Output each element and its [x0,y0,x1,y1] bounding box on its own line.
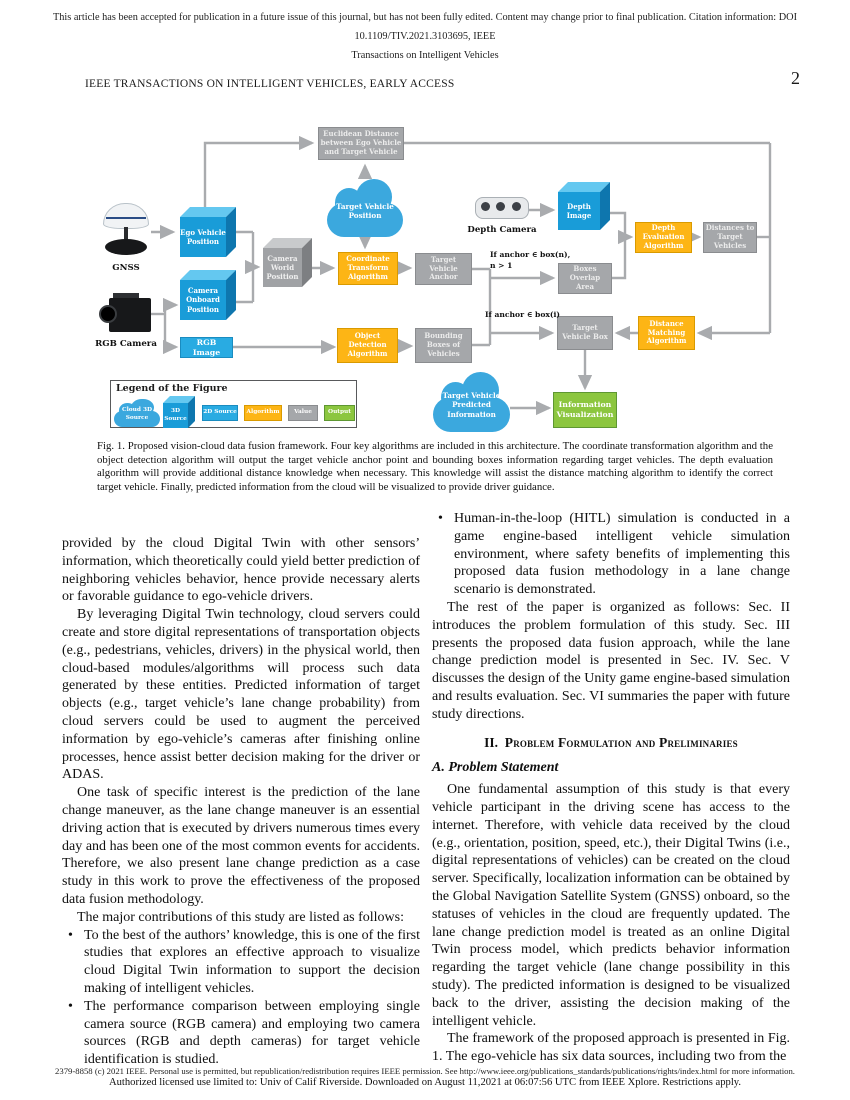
node-ego-vehicle-position: Ego Vehicle Position [180,207,236,257]
node-camera-onboard-position: Camera Onboard Position [180,270,236,320]
paragraph: One fundamental assumption of this study… [432,782,790,1029]
node-bounding-boxes-of-vehicles: Bounding Boxes of Vehicles [415,328,472,363]
paragraph: The major contributions of this study ar… [77,909,405,925]
paragraph: One task of specific interest is the pre… [62,785,420,907]
rgb-camera-label: RGB Camera [95,339,157,349]
legend-algorithm: Algorithm [244,405,282,421]
node-target-vehicle-predicted-information: Target Vehicle Predicted Information [433,372,510,432]
figure-caption: Fig. 1. Proposed vision-cloud data fusio… [97,440,773,493]
top-notice-line2: Transactions on Intelligent Vehicles [351,50,499,61]
list-item: Human-in-the-loop (HITL) simulation is c… [432,510,790,599]
node-information-visualization: Information Visualization [553,392,617,428]
list-item: The performance comparison between emplo… [62,998,420,1069]
node-target-vehicle-anchor: Target Vehicle Anchor [415,253,472,285]
node-boxes-overlap-area: Boxes Overlap Area [558,263,612,294]
node-euclidean-distance: Euclidean Distance between Ego Vehicle a… [318,127,404,160]
node-depth-image: Depth Image [558,182,610,230]
legend-output: Output [324,405,355,421]
node-coordinate-transform-algorithm: Coordinate Transform Algorithm [338,252,398,285]
running-head: IEEE TRANSACTIONS ON INTELLIGENT VEHICLE… [85,78,455,90]
gnss-label: GNSS [112,263,140,273]
node-rgb-image: RGB Image [180,337,233,358]
node-camera-world-position: Camera World Position [263,238,312,287]
top-notice-line1: This article has been accepted for publi… [52,12,798,42]
node-distances-to-target-vehicles: Distances to Target Vehicles [703,222,757,253]
left-column: provided by the cloud Digital Twin with … [62,535,420,1069]
legend-title: Legend of the Figure [116,383,228,394]
paragraph: The framework of the proposed approach i… [432,1031,790,1065]
node-distance-matching-algorithm: Distance Matching Algorithm [638,316,695,350]
gnss-antenna-image [101,201,153,261]
rgb-camera-image [99,293,151,335]
legend-3d-source: 3D Source [163,396,195,428]
node-target-vehicle-box: Target Vehicle Box [557,316,613,350]
legend-cloud-3d-source: Cloud 3D Source [114,399,160,427]
node-target-vehicle-position: Target Vehicle Position [327,179,403,237]
page-number: 2 [791,68,800,88]
paragraph: The rest of the paper is organized as fo… [432,599,790,722]
figure-1-diagram: Euclidean Distance between Ego Vehicle a… [85,115,795,445]
top-notice: This article has been accepted for publi… [0,8,850,65]
section-title: Problem Formulation and Preliminaries [504,734,738,750]
footer: 2379-8858 (c) 2021 IEEE. Personal use is… [0,1066,850,1088]
depth-camera-image [475,195,529,221]
right-column: Human-in-the-loop (HITL) simulation is c… [432,510,790,1066]
condition-multi-box: If anchor ∈ box(n), n > 1 [490,250,571,270]
footer-copyright: 2379-8858 (c) 2021 IEEE. Personal use is… [55,1066,795,1076]
subsection-heading: A. Problem Statement [432,760,559,776]
section-heading: II. Problem Formulation and Preliminarie… [432,734,790,752]
node-object-detection-algorithm: Object Detection Algorithm [337,328,398,363]
section-number: II. [484,734,498,750]
node-depth-evaluation-algorithm: Depth Evaluation Algorithm [635,222,692,253]
condition-single-box: If anchor ∈ box(i) [485,310,560,319]
depth-camera-label: Depth Camera [467,225,537,235]
figure-connectors [150,135,772,416]
paragraph: provided by the cloud Digital Twin with … [62,536,420,605]
legend-2d-source: 2D Source [202,405,238,421]
contributions-list: To the best of the authors’ knowledge, t… [62,927,420,1069]
figure-legend: Legend of the Figure Cloud 3D Source 3D … [110,380,357,428]
paragraph: By leveraging Digital Twin technology, c… [62,607,420,783]
contributions-list-cont: Human-in-the-loop (HITL) simulation is c… [432,510,790,599]
legend-value: Value [288,405,318,421]
list-item: To the best of the authors’ knowledge, t… [62,927,420,998]
footer-license: Authorized licensed use limited to: Univ… [108,1077,742,1088]
